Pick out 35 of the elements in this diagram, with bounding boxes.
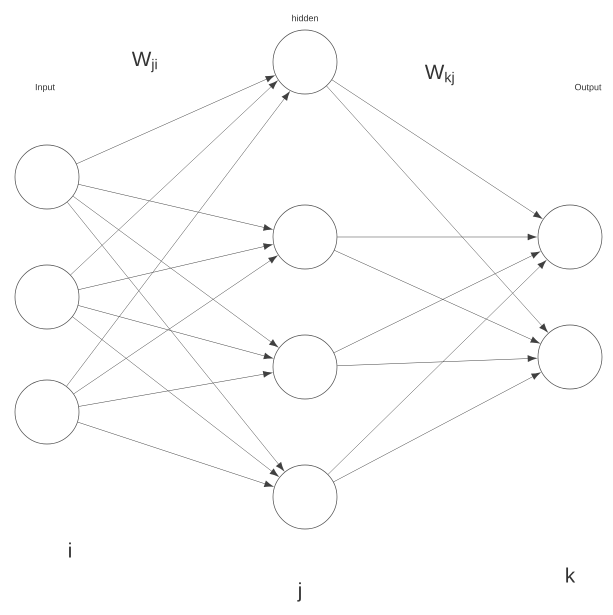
layer-label: Input: [36, 84, 55, 92]
arrow: [337, 234, 537, 240]
circle-node: [272, 334, 338, 400]
arrow: [72, 316, 279, 477]
arrow: [74, 256, 278, 394]
weight-label: W$_{kj}$: [424, 64, 454, 86]
index-label: i: [69, 542, 71, 558]
weight-label: W$_{ji}$: [132, 52, 157, 72]
arrow: [77, 422, 274, 487]
circle-node: [272, 30, 338, 94]
circle-node: [14, 144, 80, 210]
circle-node: [538, 204, 602, 270]
layer-label: hidden: [292, 14, 318, 22]
circle-node: [14, 380, 80, 444]
arrow: [78, 184, 273, 231]
circle-node: [272, 204, 338, 270]
arrow: [332, 80, 542, 219]
arrow: [78, 243, 273, 290]
arrow: [326, 86, 548, 332]
arrow: [337, 355, 537, 366]
arrow: [333, 372, 541, 482]
circle-node: [538, 324, 602, 390]
circle-node: [14, 264, 80, 330]
index-label: k: [566, 568, 576, 582]
arrow: [328, 260, 546, 475]
arrow: [76, 75, 275, 164]
index-label: j: [297, 582, 301, 602]
circle-node: [272, 464, 338, 530]
arrow: [70, 80, 278, 276]
arrow: [67, 202, 284, 472]
arrow: [78, 370, 272, 407]
arrow: [66, 91, 290, 386]
arrow: [78, 305, 273, 360]
layer-label: Output: [574, 84, 602, 92]
arrow: [72, 196, 278, 348]
